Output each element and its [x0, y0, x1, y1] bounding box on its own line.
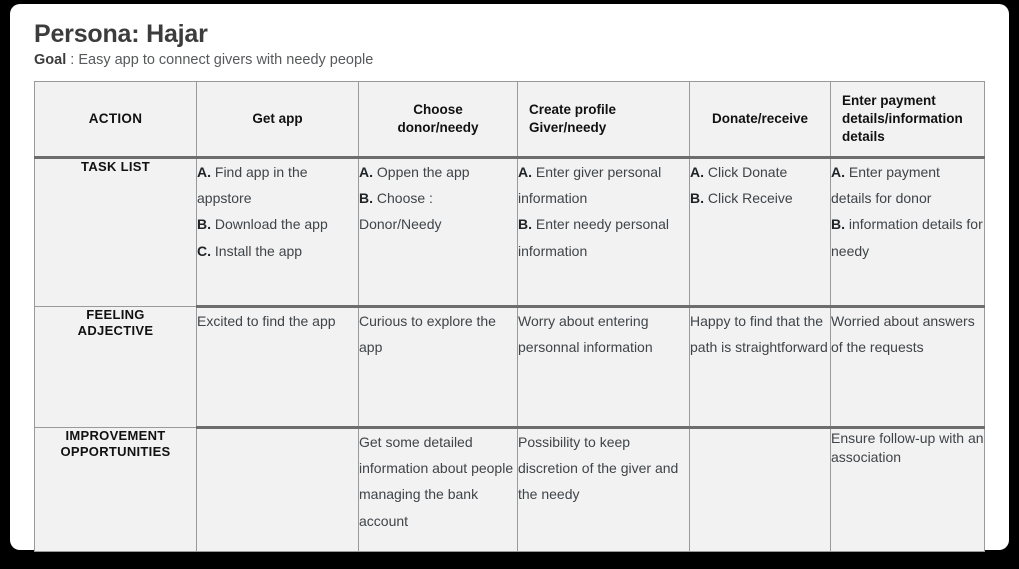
cell-item-marker: A.	[690, 163, 704, 180]
cell-item-marker: B.	[690, 189, 704, 206]
goal-text: Easy app to connect givers with needy pe…	[78, 51, 374, 68]
cell-item-marker: B.	[359, 189, 373, 206]
cell-item: A. Enter payment details for donor	[831, 163, 940, 206]
cell-task-list-choose: A. Oppen the app B. Choose : Donor/Needy	[358, 156, 518, 308]
cell-item-marker: B.	[518, 216, 532, 233]
cell-item-marker: B.	[197, 216, 211, 233]
cell-improve-payment: Ensure follow-up with an association	[830, 426, 985, 552]
cell-item: Worried about answers of the requests	[831, 312, 975, 355]
column-header-donate: Donate/receive	[689, 80, 831, 159]
cell-item: B. Choose : Donor/Needy	[359, 189, 442, 233]
row-label-task-list: TASK LIST	[34, 156, 197, 307]
cell-item-marker: A.	[359, 163, 373, 180]
goal-label: Goal	[34, 51, 67, 68]
page-title: Persona: Hajar	[34, 20, 208, 48]
column-header-getapp: Get app	[196, 80, 359, 159]
goal-line: Goal : Easy app to connect givers with n…	[34, 51, 987, 70]
table-row-task-list: TASK LIST A. Find app in the appstore B. …	[34, 156, 985, 308]
cell-improve-profile: Possibility to keep discretion of the gi…	[517, 426, 690, 552]
cell-item: Worry about entering personnal informati…	[518, 312, 653, 355]
cell-item: Happy to find that the path is straightf…	[690, 312, 828, 355]
cell-item: B. Click Receive	[690, 189, 793, 206]
goal-separator: :	[66, 51, 79, 68]
column-header-payment: Enter payment details/information detail…	[830, 80, 985, 159]
cell-item-marker: A.	[518, 163, 532, 180]
cell-item: A. Enter giver personal information	[518, 163, 662, 206]
cell-item: B. Download the app	[197, 216, 328, 233]
cell-item-marker: C.	[197, 242, 211, 259]
cell-improve-choose: Get some detailed information about peop…	[358, 426, 518, 552]
cell-feeling-payment: Worried about answers of the requests	[830, 305, 985, 429]
cell-feeling-choose: Curious to explore the app	[358, 305, 518, 429]
cell-item: Excited to find the app	[197, 312, 336, 329]
cell-item: A. Find app in the appstore	[197, 163, 308, 206]
cell-item-marker: B.	[831, 216, 845, 233]
cell-task-list-donate: A. Click Donate B. Click Receive	[689, 156, 831, 308]
cell-task-list-payment: A. Enter payment details for donor B. inf…	[830, 156, 985, 308]
cell-task-list-profile: A. Enter giver personal information B. En…	[517, 156, 690, 308]
column-header-action: ACTION	[34, 80, 197, 159]
cell-item: Ensure follow-up with an association	[831, 429, 984, 466]
cell-item: Curious to explore the app	[359, 312, 496, 355]
cell-item-marker: A.	[197, 163, 211, 180]
cell-item: A. Oppen the app	[359, 163, 470, 180]
cell-improve-donate	[689, 426, 831, 552]
cell-item: B. information details for needy	[831, 216, 983, 259]
cell-feeling-donate: Happy to find that the path is straightf…	[689, 305, 831, 429]
cell-item: C. Install the app	[197, 242, 303, 259]
cell-task-list-getapp: A. Find app in the appstore B. Download t…	[196, 156, 359, 308]
table-body: TASK LIST A. Find app in the appstore B. …	[34, 156, 985, 552]
cell-item-marker: A.	[831, 163, 845, 180]
cell-item: A. Click Donate	[690, 163, 788, 180]
cell-improve-getapp	[196, 426, 359, 552]
persona-card: Persona: Hajar Goal : Easy app to connec…	[10, 4, 1009, 552]
cell-item: Get some detailed information about peop…	[359, 433, 514, 529]
cell-feeling-getapp: Excited to find the app	[196, 305, 359, 429]
cell-item: B. Enter needy personal information	[518, 216, 669, 259]
cell-item: Possibility to keep discretion of the gi…	[518, 433, 679, 503]
cell-feeling-profile: Worry about entering personnal informati…	[517, 305, 690, 429]
